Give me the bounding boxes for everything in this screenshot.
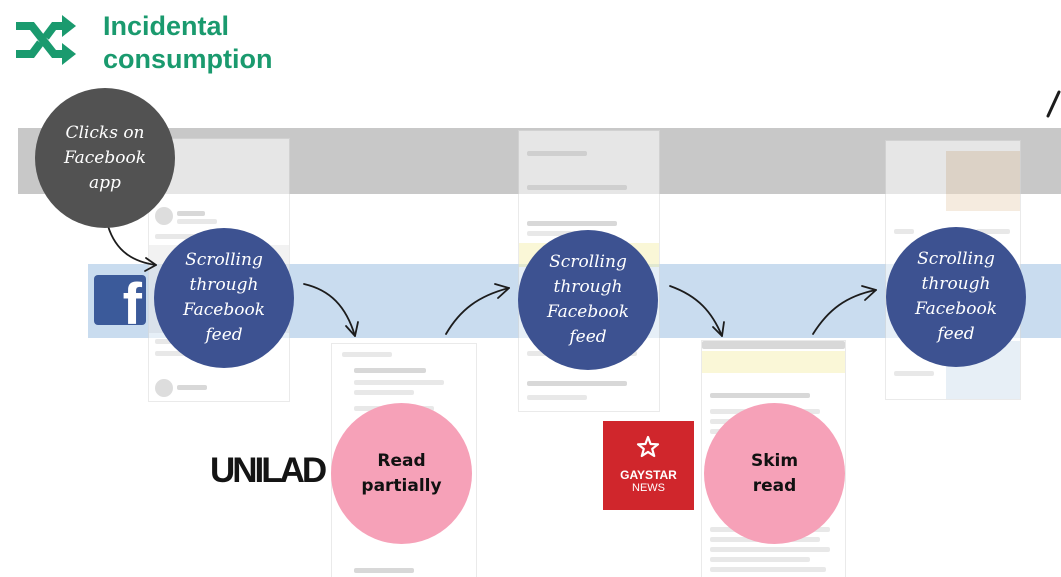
arrow-scroll-1-to-read	[303, 283, 359, 337]
gaystar-logo-line-1: GAYSTAR	[620, 468, 677, 482]
step-scrolling-feed-2-label: Scrolling through Facebook feed	[546, 252, 629, 347]
step-scrolling-feed-1-label: Scrolling through Facebook feed	[182, 250, 265, 345]
step-scrolling-feed-3: Scrolling through Facebook feed	[886, 227, 1026, 367]
diagram-title: Incidental consumption	[103, 10, 273, 76]
step-scrolling-feed-2: Scrolling through Facebook feed	[518, 230, 658, 370]
step-skim-read: Skim read	[704, 403, 845, 544]
step-skim-read-label: Skim read	[750, 450, 799, 496]
step-scrolling-feed-3-label: Scrolling through Facebook feed	[914, 249, 997, 344]
title-line-2: consumption	[103, 44, 273, 74]
arrow-skim-to-scroll-3	[812, 285, 877, 335]
unilad-logo: UNILAD	[210, 451, 327, 490]
arrow-start-to-scroll-1	[107, 225, 157, 272]
star-icon	[636, 435, 660, 458]
step-read-partially: Read partially	[331, 403, 472, 544]
arrow-scroll-2-to-skim	[669, 285, 725, 337]
gaystar-news-logo: GAYSTAR NEWS	[603, 421, 694, 510]
step-read-partially-label: Read partially	[361, 450, 442, 496]
facebook-logo: f	[94, 275, 146, 325]
step-clicks-facebook-app: Clicks on Facebook app	[35, 88, 175, 228]
arrow-read-to-scroll-2	[445, 283, 510, 335]
facebook-logo-letter: f	[122, 275, 142, 326]
gaystar-logo-line-2: NEWS	[632, 482, 665, 494]
step-scrolling-feed-1: Scrolling through Facebook feed	[154, 228, 294, 368]
step-clicks-facebook-app-label: Clicks on Facebook app	[63, 122, 146, 193]
title-line-1: Incidental	[103, 11, 230, 41]
shuffle-icon	[16, 15, 76, 65]
stroke-fragment	[1046, 90, 1061, 118]
